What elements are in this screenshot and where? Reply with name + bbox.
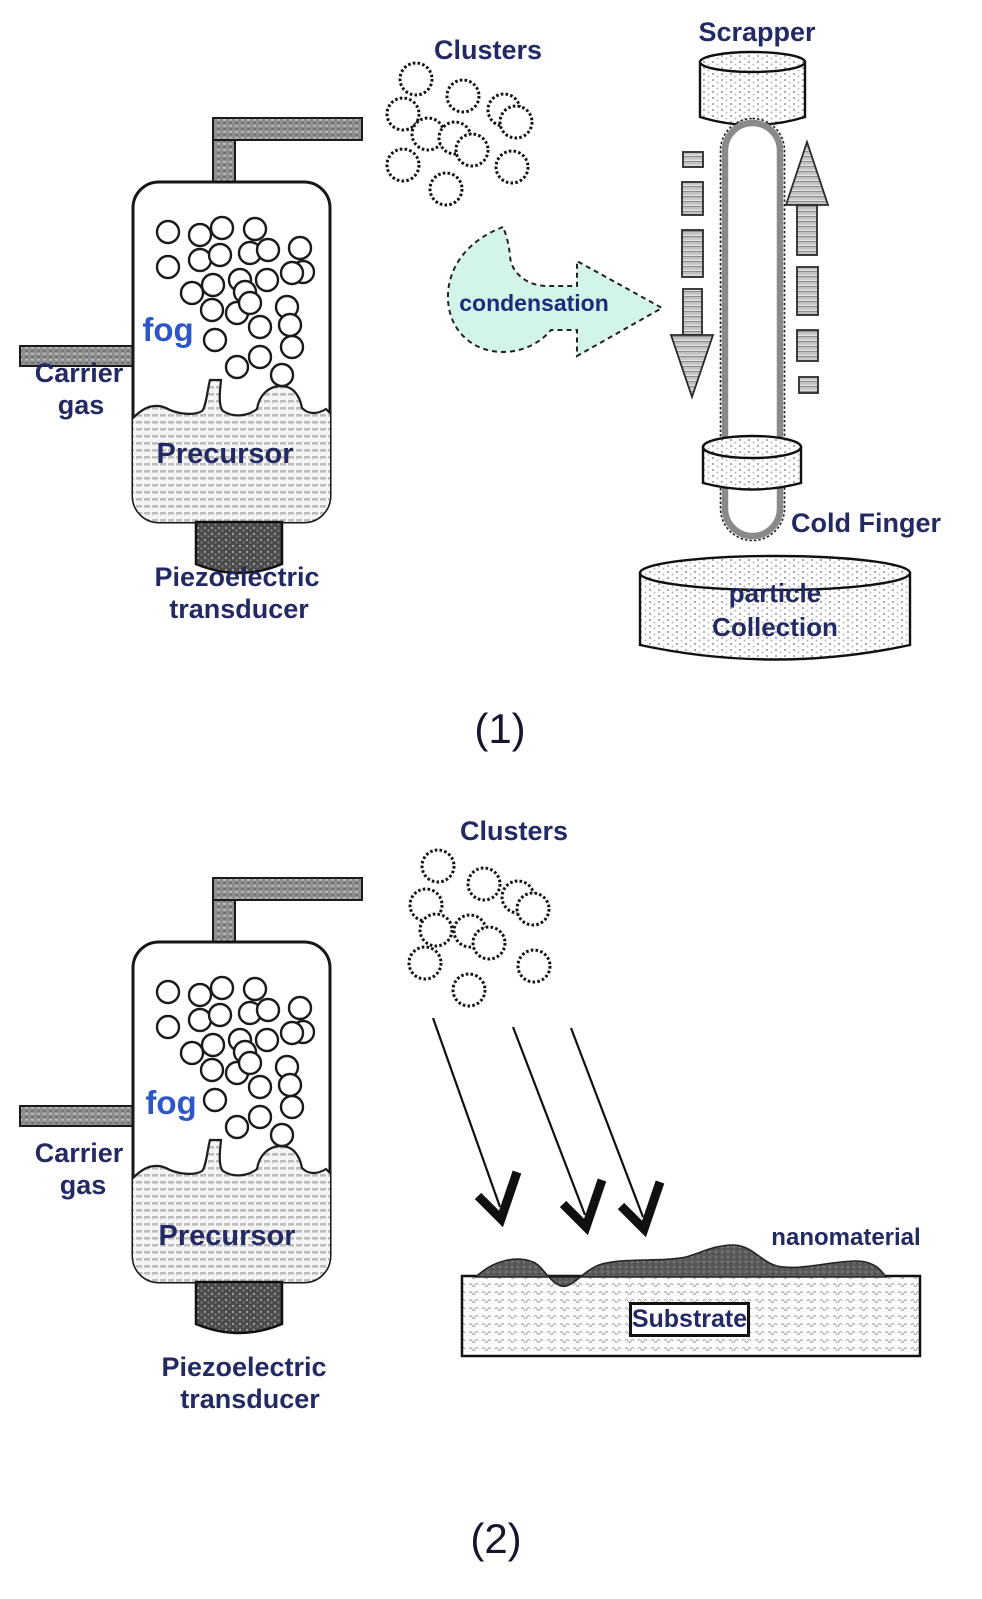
carrier-gas-label-2-line1: Carrier xyxy=(34,1138,124,1168)
particle-collection-label-line1: particle xyxy=(728,578,822,608)
precursor-label-2: Precursor xyxy=(158,1220,296,1252)
cold-finger-label: Cold Finger xyxy=(791,508,941,538)
deposition-arrows xyxy=(431,1017,665,1238)
cluster-particle xyxy=(398,61,434,97)
particle-collection-label-line2: Collection xyxy=(712,612,838,642)
cluster-particle xyxy=(385,96,421,132)
cluster-particle xyxy=(498,104,534,140)
cluster-particle xyxy=(454,132,490,168)
cluster-particle xyxy=(516,948,552,984)
fog-label-2: fog xyxy=(145,1084,197,1121)
falling-particles xyxy=(681,151,704,278)
nanomaterial-label: nanomaterial xyxy=(771,1224,921,1251)
cluster-particle xyxy=(385,147,421,183)
cluster-particle xyxy=(515,891,551,927)
cold-finger-tube xyxy=(719,117,786,542)
piezo-label-2-line1: Piezoelectric xyxy=(161,1352,327,1382)
scrapper-label: Scrapper xyxy=(698,17,816,47)
cluster-particle xyxy=(428,171,464,207)
cluster-particle xyxy=(466,866,502,902)
piezo-label-1-line2: transducer xyxy=(169,594,309,624)
fog-label-1: fog xyxy=(142,311,194,348)
cluster-particle xyxy=(471,925,507,961)
condensation-arrow xyxy=(446,225,665,358)
scrapper-cylinder xyxy=(698,50,807,127)
cluster-particle xyxy=(494,149,530,185)
figure1-index: (1) xyxy=(474,705,526,752)
carrier-gas-label-1-line1: Carrier xyxy=(34,358,124,388)
clusters-group-1 xyxy=(385,61,534,207)
collection-dish xyxy=(638,554,912,661)
cluster-particle xyxy=(451,972,487,1008)
cluster-particle xyxy=(418,912,454,948)
rising-particles xyxy=(796,266,819,394)
substrate-label-box: Substrate xyxy=(629,1302,750,1337)
piezo-label-1-line1: Piezoelectric xyxy=(154,562,320,592)
up-arrow xyxy=(784,139,830,256)
cluster-particle xyxy=(420,848,456,884)
substrate-label: Substrate xyxy=(631,1305,748,1333)
carrier-gas-label-2-line2: gas xyxy=(59,1170,107,1200)
condensation-label: condensation xyxy=(459,290,609,316)
cluster-particle xyxy=(445,78,481,114)
carrier-gas-label-1-line2: gas xyxy=(57,390,105,420)
precursor-label-1: Precursor xyxy=(156,438,294,470)
figure2-index: (2) xyxy=(470,1515,522,1562)
clusters-group-2 xyxy=(407,848,552,1008)
nanomaterial-film xyxy=(474,1244,888,1287)
clusters-label-2: Clusters xyxy=(459,816,569,846)
clusters-label-1: Clusters xyxy=(433,35,543,65)
cluster-particle xyxy=(407,945,443,981)
collar-ring xyxy=(701,434,803,491)
down-arrow xyxy=(669,288,715,400)
piezo-label-2-line2: transducer xyxy=(180,1384,320,1414)
